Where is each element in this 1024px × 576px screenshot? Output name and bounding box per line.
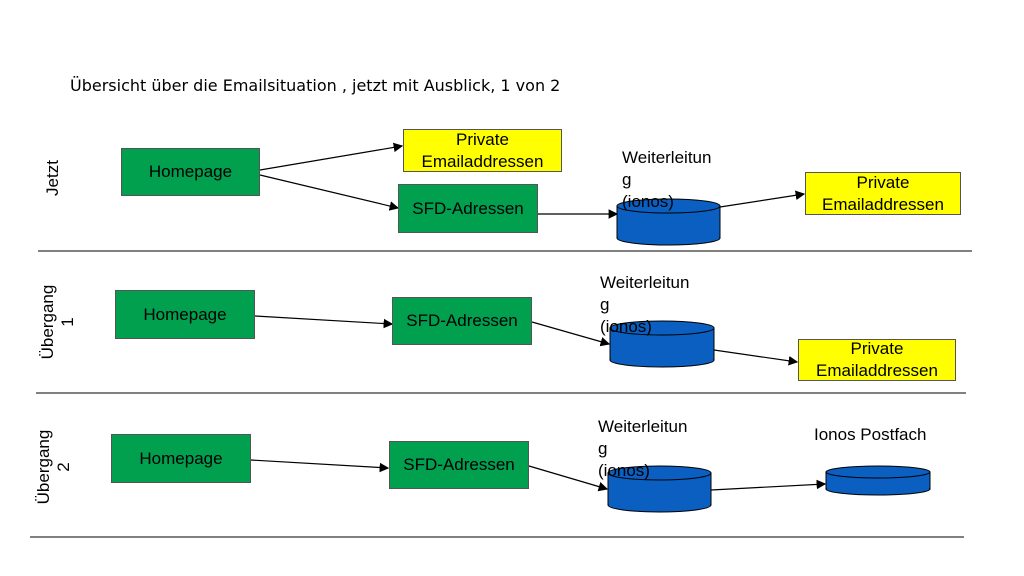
private-emails-box-right: Private Emailaddressen xyxy=(805,172,961,215)
ionos-postfach-label: Ionos Postfach xyxy=(814,425,927,444)
arrow-forwarding-postfach xyxy=(710,479,827,491)
private-emails-box: Private Emailaddressen xyxy=(403,129,562,172)
arrow-homepage-sfd-3 xyxy=(250,459,390,473)
forwarding-cylinder-1 xyxy=(616,198,721,246)
forwarding-label: Weiterleitun g (ionos) xyxy=(622,148,712,211)
arrow-forwarding-private xyxy=(719,190,806,208)
row-label-uebergang-2: Übergang 2 xyxy=(34,429,73,505)
sfd-addresses-box: SFD-Adressen xyxy=(398,184,538,233)
postfach-cylinder xyxy=(825,465,931,496)
arrow-homepage-private xyxy=(259,142,404,171)
forwarding-label: Weiterleitun g (ionos) xyxy=(598,417,688,480)
arrow-sfd-forwarding-3 xyxy=(528,465,609,492)
forwarding-cylinder-2 xyxy=(609,320,715,368)
forwarding-cylinder-3 xyxy=(607,465,712,513)
arrow-homepage-sfd-2 xyxy=(254,315,394,329)
private-emails-box-right: Private Emailaddressen xyxy=(798,339,956,381)
row-label-uebergang-1: Übergang 1 xyxy=(38,284,77,360)
arrow-sfd-forwarding-2 xyxy=(531,321,611,347)
arrow-forwarding-private-2 xyxy=(713,349,799,366)
homepage-box: Homepage xyxy=(111,434,251,483)
homepage-box: Homepage xyxy=(121,148,260,196)
page-title: Übersicht über die Emailsituation , jetz… xyxy=(70,76,561,95)
sfd-addresses-box: SFD-Adressen xyxy=(392,297,532,345)
forwarding-label: Weiterleitun g (ionos) xyxy=(600,273,690,336)
arrow-homepage-sfd xyxy=(259,174,400,211)
row-label-jetzt: Jetzt xyxy=(43,160,62,196)
homepage-box: Homepage xyxy=(115,290,255,339)
sfd-addresses-box: SFD-Adressen xyxy=(389,441,529,489)
